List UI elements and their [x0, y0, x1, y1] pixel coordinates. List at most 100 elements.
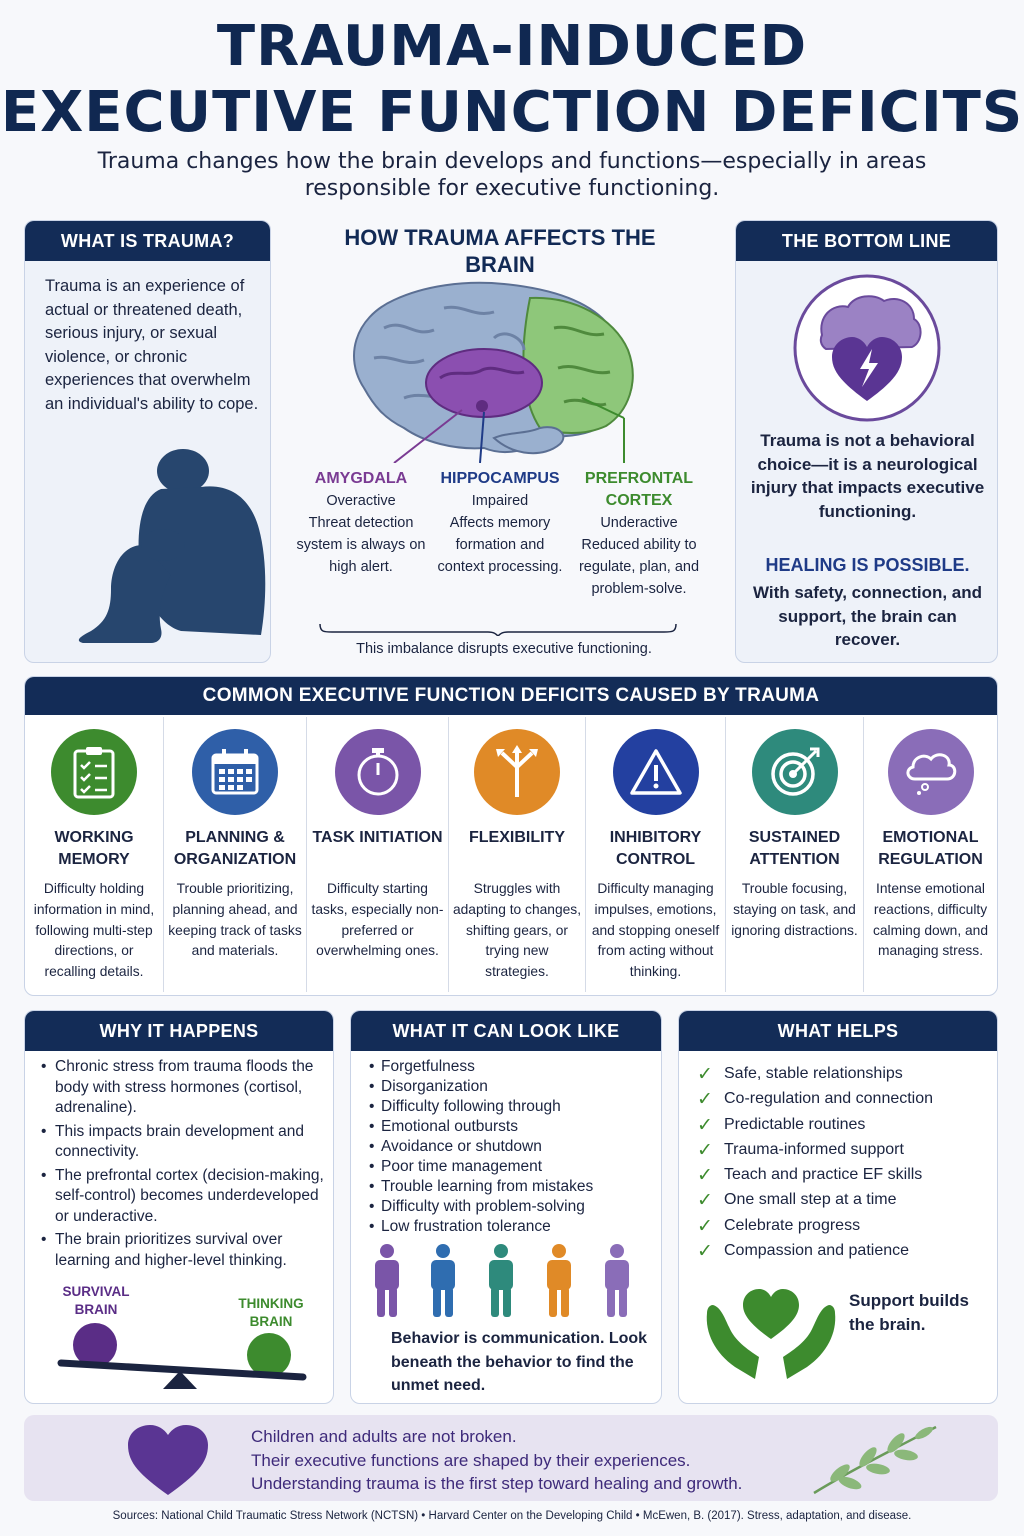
helps-list: ✓Safe, stable relationships ✓Co-regulati… — [697, 1061, 993, 1263]
deficit-name: PLANNING & ORGANIZATION — [173, 829, 297, 868]
olive-branch-icon — [813, 1425, 937, 1495]
helps-header: WHAT HELPS — [679, 1011, 997, 1051]
sources-footer: Sources: National Child Traumatic Stress… — [112, 1510, 912, 1522]
prefrontal-cortex-name: PREFRONTAL CORTEX — [584, 470, 694, 509]
list-item: Disorganization — [369, 1077, 659, 1097]
healing-title: HEALING IS POSSIBLE. — [765, 555, 970, 575]
list-item: ✓Predictable routines — [697, 1112, 993, 1137]
warning-icon — [612, 729, 699, 815]
bottom-line-header: THE BOTTOM LINE — [736, 221, 997, 261]
amygdala-status: Overactive — [326, 493, 396, 509]
deficit-desc: Difficulty starting tasks, especially no… — [311, 881, 444, 959]
what-is-trauma-text: Trauma is an experience of actual or thr… — [45, 277, 259, 413]
deficit-desc: Difficulty managing impulses, emotions, … — [591, 881, 720, 980]
sitting-person-icon — [78, 449, 266, 643]
brain-heart-icon — [793, 274, 941, 422]
deficit-emotional-regulation: EMOTIONAL REGULATION Intense emotional r… — [863, 717, 997, 992]
amygdala-name: AMYGDALA — [314, 470, 408, 487]
people-row-icon — [375, 1244, 629, 1317]
list-item: Poor time management — [369, 1157, 659, 1177]
deficit-working-memory: WORKING MEMORY Difficulty holding inform… — [25, 717, 163, 992]
region-brace — [319, 623, 677, 636]
deficit-sustained-attention: SUSTAINED ATTENTION Trouble focusing, st… — [725, 717, 863, 992]
amygdala-region: AMYGDALA Overactive Threat detection sys… — [296, 468, 426, 578]
deficit-name: WORKING MEMORY — [54, 829, 134, 868]
prefrontal-cortex-region: PREFRONTAL CORTEX Underactive Reduced ab… — [570, 468, 708, 600]
prefrontal-cortex-status: Underactive — [600, 515, 678, 531]
check-icon: ✓ — [697, 1114, 713, 1136]
prefrontal-cortex-desc: Reduced ability to regulate, plan, and p… — [578, 537, 700, 597]
deficit-flexibility: FLEXIBILITY Struggles with adapting to c… — [448, 717, 585, 992]
list-item: Difficulty following through — [369, 1097, 659, 1117]
list-item: ✓Teach and practice EF skills — [697, 1162, 993, 1187]
deficit-desc: Trouble focusing, staying on task, and i… — [731, 881, 858, 938]
look-list: Forgetfulness Disorganization Difficulty… — [369, 1057, 659, 1237]
title-line-1: TRAUMA-INDUCED — [216, 14, 808, 79]
title-line-2: EXECUTIVE FUNCTION DEFICITS — [0, 80, 1024, 145]
what-is-trauma-panel: WHAT IS TRAUMA? Trauma is an experience … — [24, 220, 271, 663]
page-subtitle: Trauma changes how the brain develops an… — [97, 149, 927, 201]
list-item: ✓Trauma-informed support — [697, 1137, 993, 1162]
closing-banner: Children and adults are not broken. Thei… — [24, 1415, 998, 1501]
look-header: WHAT IT CAN LOOK LIKE — [351, 1011, 661, 1051]
brain-section-title: HOW TRAUMA AFFECTS THE BRAIN — [344, 225, 656, 277]
deficit-name: TASK INITIATION — [312, 829, 443, 846]
list-item: ✓Safe, stable relationships — [697, 1061, 993, 1086]
list-item: This impacts brain development and conne… — [41, 1122, 329, 1163]
deficit-name: INHIBITORY CONTROL — [609, 829, 702, 868]
why-header: WHY IT HAPPENS — [25, 1011, 333, 1051]
deficits-panel: COMMON EXECUTIVE FUNCTION DEFICITS CAUSE… — [24, 676, 998, 996]
deficit-name: EMOTIONAL REGULATION — [878, 829, 983, 868]
deficit-desc: Struggles with adapting to changes, shif… — [452, 881, 582, 980]
banner-line-2: Their executive functions are shaped by … — [251, 1450, 691, 1470]
calendar-icon — [192, 729, 278, 815]
imbalance-text: This imbalance disrupts executive functi… — [356, 641, 652, 657]
list-item: Forgetfulness — [369, 1057, 659, 1077]
split-arrows-icon — [474, 729, 560, 815]
bottom-line-text: Trauma is not a behavioral choice—it is … — [750, 431, 985, 521]
storm-cloud-icon — [887, 729, 974, 815]
banner-line-1: Children and adults are not broken. — [251, 1427, 517, 1446]
list-item: Chronic stress from trauma floods the bo… — [41, 1057, 329, 1119]
deficit-task-initiation: TASK INITIATION Difficulty starting task… — [306, 717, 448, 992]
healing-text: With safety, connection, and support, th… — [752, 583, 983, 649]
deficits-header: COMMON EXECUTIVE FUNCTION DEFICITS CAUSE… — [25, 677, 997, 715]
what-helps-panel: WHAT HELPS ✓Safe, stable relationships ✓… — [678, 1010, 998, 1404]
list-item: ✓Co-regulation and connection — [697, 1086, 993, 1111]
banner-line-3: Understanding trauma is the first step t… — [251, 1474, 743, 1493]
clipboard-checklist-icon — [51, 729, 137, 815]
check-icon: ✓ — [697, 1190, 713, 1212]
what-it-looks-like-panel: WHAT IT CAN LOOK LIKE Forgetfulness Diso… — [350, 1010, 662, 1404]
list-item: The prefrontal cortex (decision-making, … — [41, 1166, 329, 1228]
hands-heart-icon — [706, 1289, 836, 1379]
deficit-name: SUSTAINED ATTENTION — [748, 829, 841, 868]
thinking-brain-label: THINKING BRAIN — [238, 1296, 304, 1329]
list-item: ✓Compassion and patience — [697, 1238, 993, 1263]
bottom-line-panel: THE BOTTOM LINE Trauma is not a behavior… — [735, 220, 998, 663]
deficit-desc: Trouble prioritizing, planning ahead, an… — [168, 881, 302, 959]
what-is-trauma-header: WHAT IS TRAUMA? — [25, 221, 270, 261]
check-icon: ✓ — [697, 1165, 713, 1187]
deficit-planning: PLANNING & ORGANIZATION Trouble prioriti… — [163, 717, 306, 992]
check-icon: ✓ — [697, 1139, 713, 1161]
why-it-happens-panel: WHY IT HAPPENS Chronic stress from traum… — [24, 1010, 334, 1404]
why-list: Chronic stress from trauma floods the bo… — [41, 1057, 329, 1274]
hippocampus-status: Impaired — [471, 493, 529, 509]
behavior-message: Behavior is communication. Look beneath … — [391, 1330, 648, 1394]
check-icon: ✓ — [697, 1064, 713, 1085]
deficit-name: FLEXIBILITY — [469, 829, 565, 846]
list-item: The brain prioritizes survival over lear… — [41, 1230, 329, 1271]
deficit-inhibitory-control: INHIBITORY CONTROL Difficulty managing i… — [585, 717, 725, 992]
banner-text: Children and adults are not broken. Thei… — [251, 1425, 851, 1496]
list-item: Difficulty with problem-solving — [369, 1197, 659, 1217]
brain-illustration — [353, 281, 634, 463]
check-icon: ✓ — [697, 1241, 713, 1263]
list-item: Trouble learning from mistakes — [369, 1177, 659, 1197]
list-item: Low frustration tolerance — [369, 1217, 659, 1237]
seesaw-balance-icon — [57, 1323, 307, 1389]
hippocampus-region: HIPPOCAMPUS Impaired Affects memory form… — [432, 468, 568, 578]
list-item: Emotional outbursts — [369, 1117, 659, 1137]
deficit-desc: Difficulty holding information in mind, … — [33, 881, 155, 980]
stopwatch-icon — [334, 729, 421, 815]
list-item: ✓Celebrate progress — [697, 1213, 993, 1238]
